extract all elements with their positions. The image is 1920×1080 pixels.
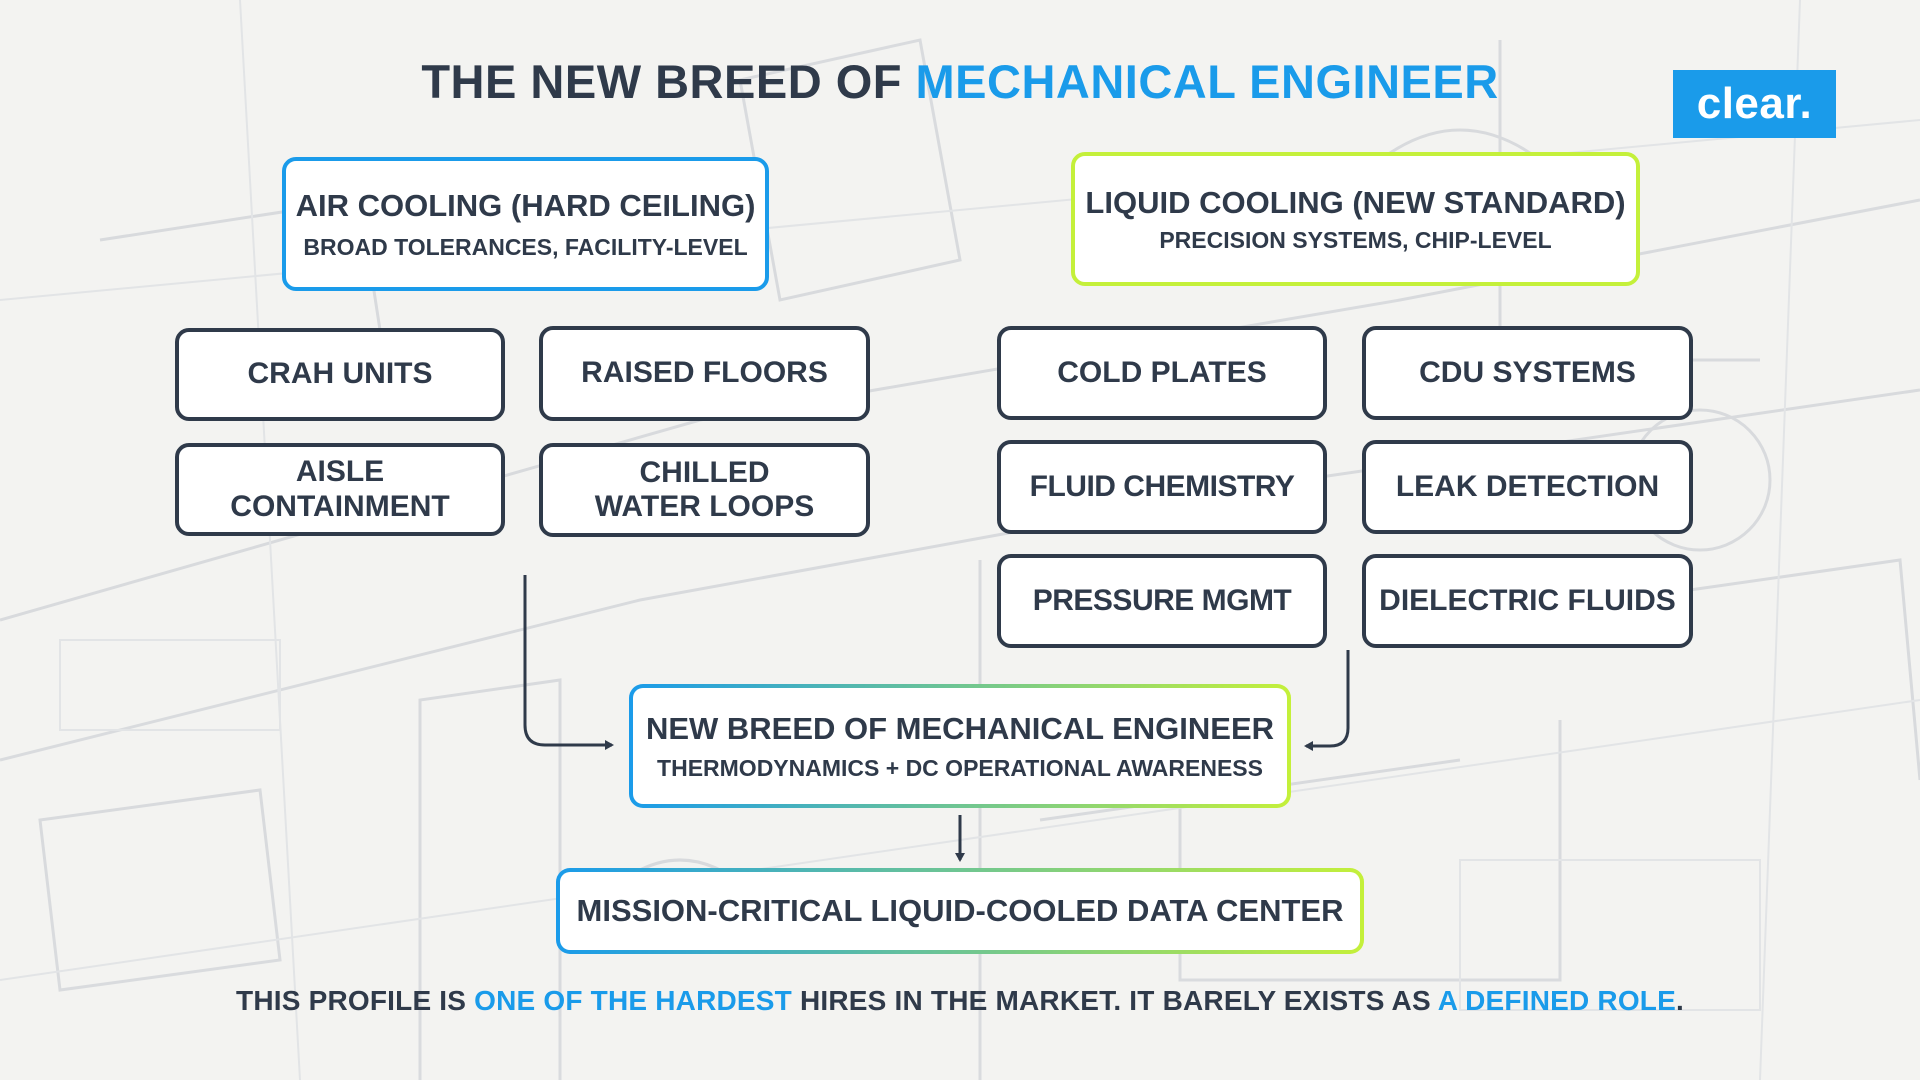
footer-highlight-1: ONE OF THE HARDEST: [474, 985, 792, 1016]
air-item-label: RAISED FLOORS: [581, 356, 828, 390]
engineer-box: NEW BREED OF MECHANICAL ENGINEER THERMOD…: [629, 684, 1291, 808]
air-item-crah-units: CRAH UNITS: [175, 328, 505, 421]
footer-highlight-2: A DEFINED ROLE: [1437, 985, 1676, 1016]
clear-logo: clear.: [1673, 70, 1836, 138]
liquid-item-label: PRESSURE MGMT: [1032, 583, 1292, 617]
engineer-subheading: THERMODYNAMICS + DC OPERATIONAL AWARENES…: [657, 754, 1263, 781]
liquid-item-cdu-systems: CDU SYSTEMS: [1362, 326, 1693, 420]
arrow-left-icon: [1304, 650, 1350, 751]
liquid-item-pressure-mgmt: PRESSURE MGMT: [997, 554, 1327, 648]
arrow-right-icon: [523, 575, 614, 750]
air-cooling-subheading: BROAD TOLERANCES, FACILITY-LEVEL: [303, 233, 748, 260]
title-highlight: MECHANICAL ENGINEER: [915, 55, 1499, 108]
air-item-chilled-water-loops: CHILLED WATER LOOPS: [539, 443, 870, 537]
air-item-label: CRAH UNITS: [247, 357, 433, 391]
liquid-item-label: DIELECTRIC FLUIDS: [1379, 583, 1676, 617]
air-item-label-line2: WATER LOOPS: [594, 490, 815, 523]
footer-note: THIS PROFILE IS ONE OF THE HARDEST HIRES…: [0, 985, 1920, 1017]
liquid-item-fluid-chemistry: FLUID CHEMISTRY: [997, 440, 1327, 534]
air-cooling-heading: AIR COOLING (HARD CEILING): [295, 187, 756, 223]
liquid-cooling-subheading: PRECISION SYSTEMS, CHIP-LEVEL: [1159, 226, 1552, 253]
liquid-cooling-header: LIQUID COOLING (NEW STANDARD) PRECISION …: [1071, 152, 1640, 286]
footer-text-2: HIRES IN THE MARKET. IT BARELY EXISTS AS: [792, 985, 1438, 1016]
engineer-heading: NEW BREED OF MECHANICAL ENGINEER: [645, 710, 1275, 746]
air-item-aisle-containment: AISLE CONTAINMENT: [175, 443, 505, 536]
liquid-item-label: COLD PLATES: [1057, 355, 1267, 389]
page-title: THE NEW BREED OF MECHANICAL ENGINEER: [0, 54, 1920, 109]
liquid-item-leak-detection: LEAK DETECTION: [1362, 440, 1693, 534]
air-item-label-line2: CONTAINMENT: [230, 489, 450, 523]
outcome-label: MISSION-CRITICAL LIQUID-COOLED DATA CENT…: [576, 893, 1344, 929]
liquid-item-cold-plates: COLD PLATES: [997, 326, 1327, 420]
liquid-item-label: CDU SYSTEMS: [1419, 355, 1636, 389]
footer-text-1: THIS PROFILE IS: [236, 985, 475, 1016]
air-item-label: AISLE: [295, 455, 385, 488]
liquid-cooling-heading: LIQUID COOLING (NEW STANDARD): [1085, 184, 1626, 220]
air-item-raised-floors: RAISED FLOORS: [539, 326, 870, 421]
liquid-item-label: FLUID CHEMISTRY: [1029, 469, 1295, 503]
air-cooling-header: AIR COOLING (HARD CEILING) BROAD TOLERAN…: [282, 157, 769, 291]
outcome-box: MISSION-CRITICAL LIQUID-COOLED DATA CENT…: [556, 868, 1364, 954]
air-item-label: CHILLED: [639, 455, 770, 489]
title-prefix: THE NEW BREED OF: [421, 55, 916, 108]
footer-text-3: .: [1675, 985, 1684, 1016]
liquid-item-dielectric-fluids: DIELECTRIC FLUIDS: [1362, 554, 1693, 648]
liquid-item-label: LEAK DETECTION: [1395, 469, 1660, 503]
